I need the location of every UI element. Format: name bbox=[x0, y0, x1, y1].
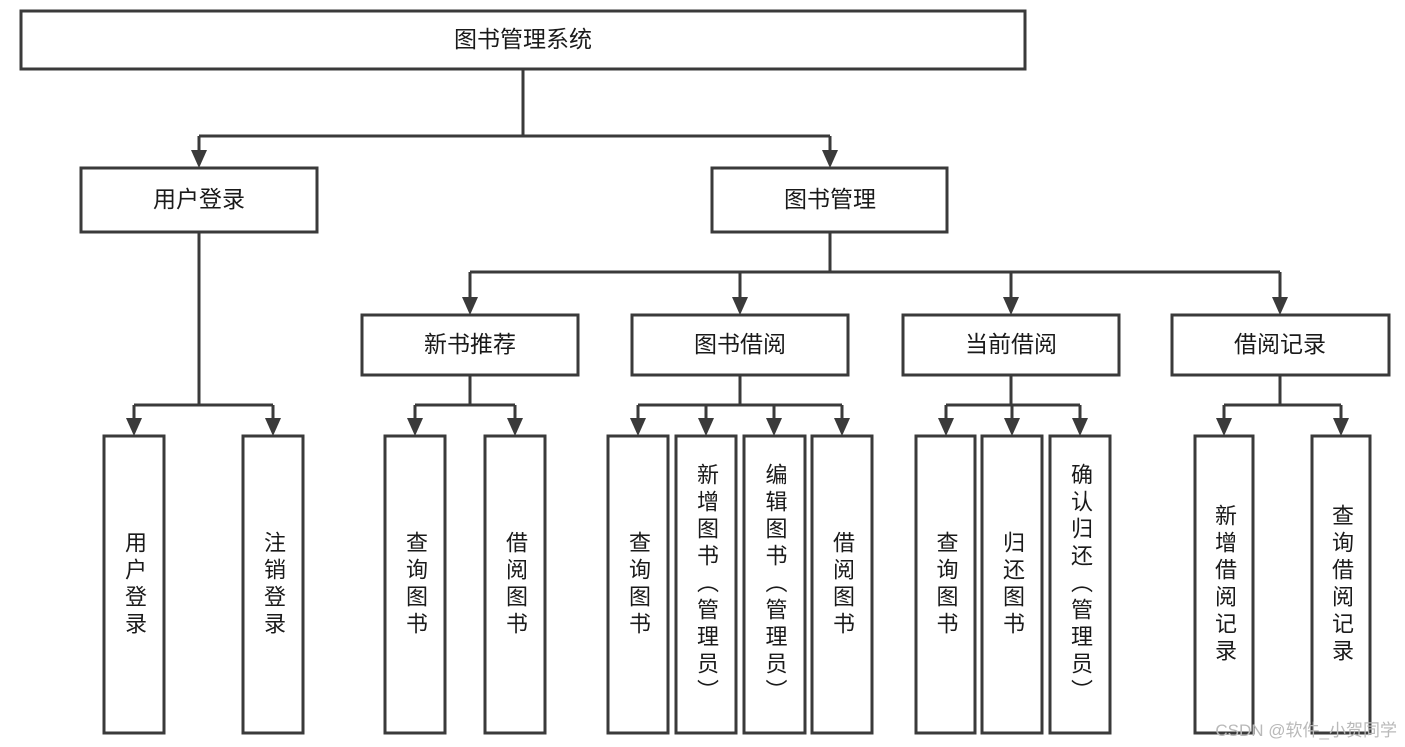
connector-layer bbox=[126, 69, 1349, 436]
node-book-management-label: 图书管理 bbox=[784, 186, 876, 212]
node-user-login-label: 用户登录 bbox=[153, 186, 245, 212]
node-borrow-record-label: 借阅记录 bbox=[1234, 331, 1326, 357]
arrowhead-leaf bbox=[1072, 418, 1088, 436]
arrowhead-level3 bbox=[1272, 297, 1288, 315]
leaf-node-edit-book-admin[interactable] bbox=[742, 434, 807, 735]
arrowhead-level3 bbox=[1003, 297, 1019, 315]
arrowhead-leaf bbox=[1216, 418, 1232, 436]
connector-root-to-level2 bbox=[191, 69, 838, 168]
leaf-node-logout[interactable] bbox=[241, 434, 305, 735]
node-book-management[interactable]: 图书管理 bbox=[710, 166, 949, 234]
arrowhead-leaf bbox=[1004, 418, 1020, 436]
connector-record-to-leaves bbox=[1216, 375, 1349, 436]
node-borrow-record[interactable]: 借阅记录 bbox=[1170, 313, 1391, 377]
node-current-borrow[interactable]: 当前借阅 bbox=[901, 313, 1121, 377]
node-root-label: 图书管理系统 bbox=[454, 26, 592, 52]
leaf-node-borrow-book-newbook[interactable] bbox=[483, 434, 547, 735]
leaf-node-return-book[interactable] bbox=[980, 434, 1044, 735]
arrowhead-user-login bbox=[191, 150, 207, 168]
arrowhead-leaf bbox=[630, 418, 646, 436]
arrowhead-leaf bbox=[1333, 418, 1349, 436]
leaf-node-query-borrow-record[interactable] bbox=[1310, 434, 1372, 735]
leaf-node-add-borrow-record[interactable] bbox=[1193, 434, 1255, 735]
node-user-login[interactable]: 用户登录 bbox=[79, 166, 319, 234]
leaf-node-user-login[interactable] bbox=[102, 434, 166, 735]
node-current-borrow-label: 当前借阅 bbox=[965, 331, 1057, 357]
arrowhead-leaf bbox=[126, 418, 142, 436]
arrowhead-leaf bbox=[407, 418, 423, 436]
arrowhead-level3 bbox=[732, 297, 748, 315]
leaf-node-query-book-borrow[interactable] bbox=[606, 434, 670, 735]
arrowhead-leaf bbox=[834, 418, 850, 436]
node-book-borrow-label: 图书借阅 bbox=[694, 331, 786, 357]
connector-newbook-to-leaves bbox=[407, 375, 523, 436]
arrowhead-book-manage bbox=[822, 150, 838, 168]
arrowhead-leaf bbox=[265, 418, 281, 436]
leaf-node-query-book-newbook[interactable] bbox=[383, 434, 447, 735]
leaf-node-query-book-current[interactable] bbox=[914, 434, 977, 735]
node-book-borrow[interactable]: 图书借阅 bbox=[630, 313, 850, 377]
connector-current-to-leaves bbox=[938, 375, 1088, 436]
connector-bookmanage-to-level3 bbox=[462, 232, 1288, 315]
arrowhead-leaf bbox=[507, 418, 523, 436]
leaf-node-borrow-book[interactable] bbox=[810, 434, 874, 735]
arrowhead-leaf bbox=[938, 418, 954, 436]
watermark-text: CSDN @软件_小贺同学 bbox=[1215, 721, 1397, 740]
arrowhead-leaf bbox=[766, 418, 782, 436]
arrowhead-level3 bbox=[462, 297, 478, 315]
leaf-node-confirm-return-admin[interactable] bbox=[1048, 434, 1112, 735]
leaf-node-add-book-admin[interactable] bbox=[674, 434, 738, 735]
node-root-system[interactable]: 图书管理系统 bbox=[19, 9, 1027, 71]
node-new-book-recommend[interactable]: 新书推荐 bbox=[360, 313, 580, 377]
connector-borrow-to-leaves bbox=[630, 375, 850, 436]
node-new-book-recommend-label: 新书推荐 bbox=[424, 331, 516, 357]
connector-userlogin-to-leaves bbox=[126, 232, 281, 436]
arrowhead-leaf bbox=[698, 418, 714, 436]
